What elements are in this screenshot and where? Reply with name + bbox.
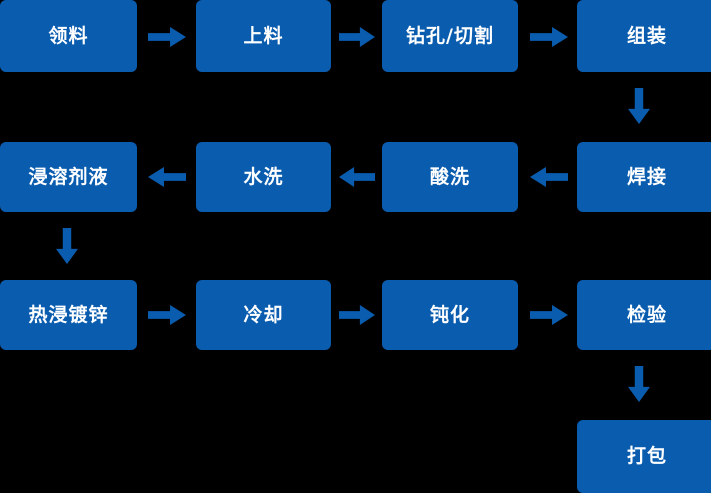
process-node-label: 酸洗 [429,165,470,188]
process-node-n9[interactable]: 热浸镀锌 [0,280,137,350]
arrow-right-icon-a3 [530,27,568,47]
arrow-left-icon-a6 [339,167,375,187]
process-node-label: 检验 [626,303,667,326]
process-node-label: 浸溶剂液 [28,165,109,188]
process-node-label: 打包 [626,445,667,467]
process-node-n6[interactable]: 酸洗 [382,142,518,212]
process-node-label: 冷却 [243,303,284,326]
process-node-label: 热浸镀锌 [28,303,109,326]
process-node-label: 焊接 [626,165,667,188]
process-node-n10[interactable]: 冷却 [196,280,331,350]
process-node-n2[interactable]: 上料 [196,0,331,72]
process-node-n11[interactable]: 钝化 [382,280,518,350]
process-node-n5[interactable]: 焊接 [577,142,711,212]
arrow-down-icon-a8 [56,228,78,264]
arrow-down-icon-a12 [628,366,650,402]
process-node-n3[interactable]: 钻孔/切割 [382,0,518,72]
arrow-right-icon-a10 [339,305,375,325]
process-node-label: 领料 [48,24,89,47]
arrow-down-icon-a4 [628,88,650,124]
arrow-right-icon-a1 [148,27,186,47]
arrow-right-icon-a2 [339,27,375,47]
process-node-n13[interactable]: 打包 [577,420,711,493]
process-node-n1[interactable]: 领料 [0,0,137,72]
process-node-label: 钝化 [429,303,470,326]
process-node-n4[interactable]: 组装 [577,0,711,72]
process-node-label: 上料 [243,24,284,47]
arrow-right-icon-a9 [148,305,186,325]
process-node-label: 水洗 [243,165,284,188]
process-node-label: 组装 [626,24,667,47]
arrow-left-icon-a7 [148,167,186,187]
process-node-n7[interactable]: 水洗 [196,142,331,212]
process-node-n8[interactable]: 浸溶剂液 [0,142,137,212]
process-node-n12[interactable]: 检验 [577,280,711,350]
arrow-right-icon-a11 [530,305,568,325]
process-node-label: 钻孔/切割 [406,24,494,47]
arrow-left-icon-a5 [530,167,568,187]
